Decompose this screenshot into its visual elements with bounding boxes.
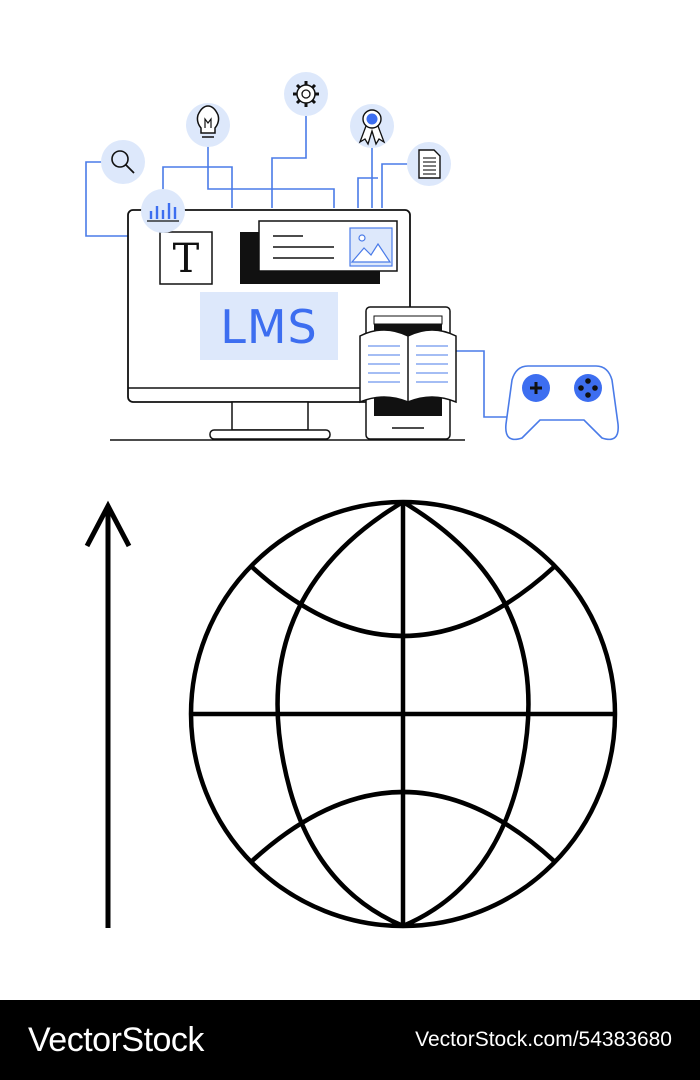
vectorstock-logo: VectorStock (28, 1020, 204, 1059)
illustration: T LMS (84, 72, 619, 929)
gear-icon (284, 72, 328, 116)
lms-label: LMS (200, 292, 338, 360)
text-badge: T (173, 236, 200, 282)
content-card (240, 220, 398, 284)
open-book-icon (359, 329, 457, 404)
up-arrow-icon (84, 500, 132, 928)
connector-lines (85, 116, 510, 418)
game-controller-icon (505, 365, 619, 441)
image-id: VectorStock.com/54383680 (415, 1028, 672, 1051)
lms-text: LMS (220, 300, 318, 354)
watermark-bar: VectorStock VectorStock.com/54383680 (0, 1000, 700, 1080)
text-format-icon: T (159, 231, 213, 285)
search-icon (101, 140, 145, 184)
bar-chart-icon (141, 189, 185, 233)
lightbulb-icon (186, 103, 230, 147)
image-icon (349, 227, 393, 267)
globe-icon (188, 499, 618, 929)
document-icon (407, 142, 451, 186)
award-ribbon-icon (350, 104, 394, 148)
